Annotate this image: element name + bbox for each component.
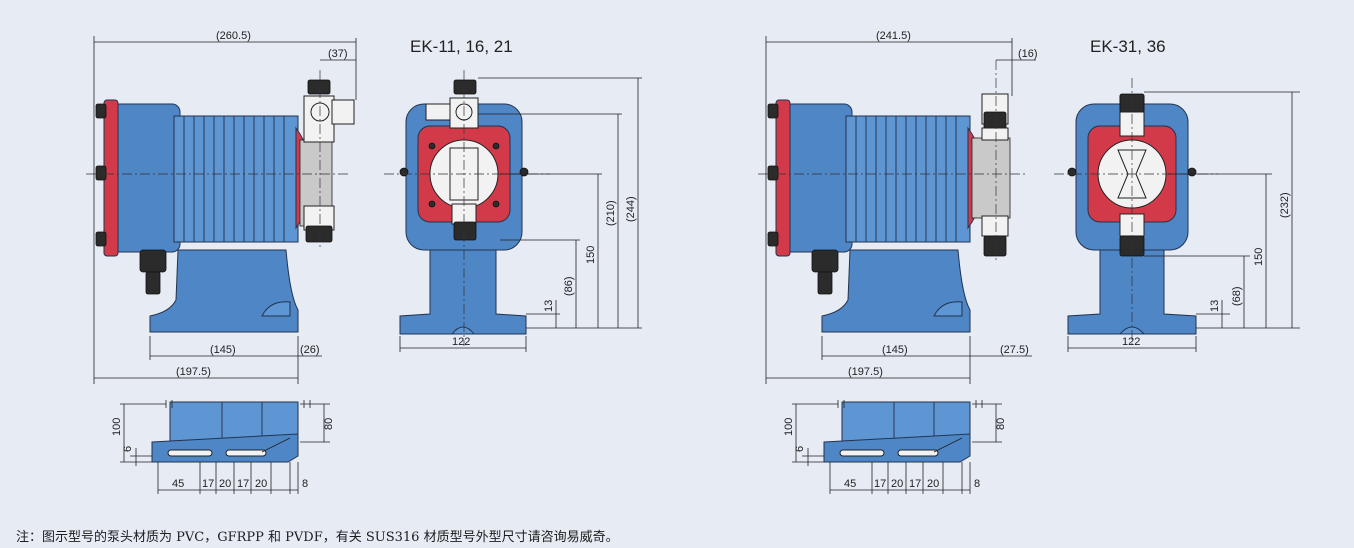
left-footprint-w45-label: 45 <box>172 478 184 490</box>
left-footprint-h80-label: 80 <box>323 418 335 430</box>
right-footprint-w17a-label: 17 <box>874 478 886 490</box>
right-footprint-h100-label: 100 <box>783 418 795 436</box>
left-front-width-label: 122 <box>452 336 470 348</box>
left-base-length-label: (145) <box>210 344 236 356</box>
dimension-drawing: (260.5) (37) (145) (26) (197.5) 122 <box>86 30 1300 494</box>
left-footprint-w17a-label: 17 <box>202 478 214 490</box>
right-footprint-h80-label: 80 <box>995 418 1007 430</box>
right-overall-length-label: (241.5) <box>876 30 911 42</box>
right-height-13-label: 13 <box>1209 300 1221 312</box>
left-total-depth-label: (197.5) <box>176 366 211 378</box>
left-footprint-w17b-label: 17 <box>237 478 249 490</box>
right-height-232-label: (232) <box>1279 192 1291 218</box>
right-footprint-h6-label: 6 <box>794 446 806 452</box>
left-side-view <box>95 79 355 333</box>
left-height-13-label: 13 <box>543 300 555 312</box>
right-footprint-w45-label: 45 <box>844 478 856 490</box>
right-footprint-view: 100 6 80 45 17 20 17 20 8 <box>783 400 1007 494</box>
left-footprint-view: 100 6 80 45 17 20 17 20 8 <box>111 400 335 494</box>
material-footnote: 注：图示型号的泵头材质为 PVC，GFRPP 和 PVDF，有关 SUS316 … <box>16 530 619 545</box>
right-footprint-w20a-label: 20 <box>891 478 903 490</box>
right-height-68-label: (68) <box>1231 286 1243 306</box>
right-total-depth-label: (197.5) <box>848 366 883 378</box>
right-side-view <box>767 93 1011 333</box>
right-front-dimensions: 122 (232) 150 (68) 13 <box>1067 91 1300 352</box>
left-overall-length-label: (260.5) <box>216 30 251 42</box>
right-footprint-w8-label: 8 <box>974 478 980 490</box>
right-footprint-w17b-label: 17 <box>909 478 921 490</box>
left-model-title: EK-11, 16, 21 <box>410 37 513 56</box>
left-height-86-label: (86) <box>563 276 575 296</box>
left-height-244-label: (244) <box>625 196 637 222</box>
right-base-length-label: (145) <box>882 344 908 356</box>
right-base-overhang-label: (27.5) <box>1000 344 1029 356</box>
left-footprint-w20a-label: 20 <box>219 478 231 490</box>
left-base-overhang-label: (26) <box>300 344 320 356</box>
left-height-210-label: (210) <box>605 200 617 226</box>
left-footprint-h6-label: 6 <box>122 446 134 452</box>
left-front-dimensions: 122 (244) (210) 150 (86) 13 <box>399 77 642 352</box>
left-side-dimensions: (260.5) (37) (145) (26) (197.5) <box>93 30 357 384</box>
left-height-150-label: 150 <box>585 246 597 264</box>
right-valve-offset-label: (16) <box>1018 48 1038 60</box>
right-model-title: EK-31, 36 <box>1090 37 1166 56</box>
right-height-150-label: 150 <box>1253 248 1265 266</box>
left-footprint-h100-label: 100 <box>111 418 123 436</box>
right-front-width-label: 122 <box>1122 336 1140 348</box>
right-side-dimensions: (241.5) (16) (145) (27.5) (197.5) <box>765 30 1038 384</box>
left-footprint-w8-label: 8 <box>302 478 308 490</box>
left-valve-offset-label: (37) <box>328 48 348 60</box>
right-footprint-w20b-label: 20 <box>927 478 939 490</box>
left-footprint-w20b-label: 20 <box>255 478 267 490</box>
